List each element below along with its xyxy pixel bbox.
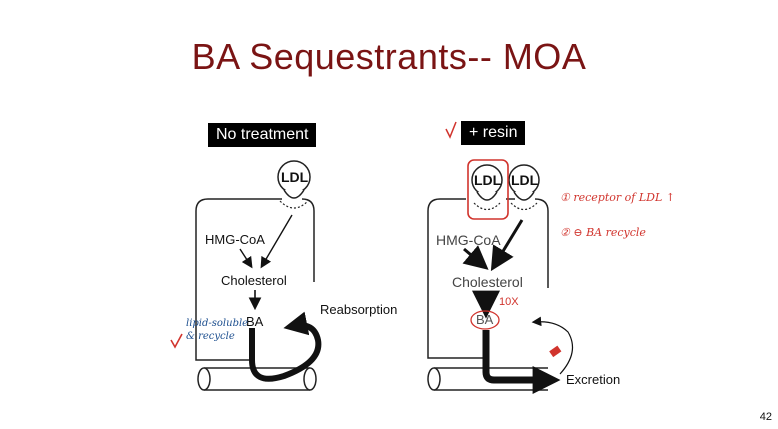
- hmg-to-cholesterol-arrow-left: [239, 248, 253, 269]
- right-ldl-receptors: [467, 159, 540, 220]
- right-ba-label: BA: [476, 312, 494, 327]
- right-ldl-label-2: LDL: [511, 172, 539, 188]
- slide-title: BA Sequestrants-- MOA: [191, 36, 587, 77]
- left-cholesterol-label: Cholesterol: [221, 273, 287, 288]
- excretion-arrow: [482, 330, 561, 394]
- left-ldl-receptor: [277, 160, 311, 209]
- receptor-note: ① receptor of LDL ↑: [560, 191, 675, 204]
- no-treatment-badge: No treatment: [208, 123, 317, 147]
- left-ba-label: BA: [246, 314, 264, 329]
- left-cell: [195, 198, 315, 361]
- reabsorption-loop-arrow: [249, 311, 322, 382]
- receptor-highlight-box: [467, 159, 509, 220]
- hmg-to-cholesterol-arrow-right: [462, 245, 489, 270]
- fold-increase-label: 10X: [499, 296, 519, 308]
- lipid-soluble-note: lipid-soluble: [186, 318, 249, 329]
- left-check-mark: [170, 333, 183, 349]
- right-ldl-label-1: LDL: [474, 172, 502, 188]
- right-cholesterol-label: Cholesterol: [452, 274, 523, 290]
- resin-badge: + resin: [461, 121, 526, 145]
- left-ldl-label: LDL: [281, 169, 309, 185]
- left-hmg-coa-label: HMG-CoA: [205, 232, 265, 247]
- right-hmg-coa-label: HMG-CoA: [436, 232, 501, 248]
- ldl-to-cholesterol-arrow-right: [490, 219, 524, 272]
- ldl-to-cholesterol-arrow-left: [260, 214, 293, 269]
- recycle-note: & recycle: [186, 331, 235, 342]
- block-mark: [549, 345, 562, 358]
- blocked-reabsorption-arrow: [531, 316, 574, 375]
- right-check-mark: [445, 121, 457, 139]
- reabsorption-label: Reabsorption: [320, 302, 398, 317]
- slide-number: 42: [759, 411, 772, 423]
- ba-circle-annotation: [470, 310, 500, 330]
- left-intestine: [197, 367, 317, 391]
- ba-recycle-note: ② ⊖ BA recycle: [560, 226, 646, 239]
- right-intestine: [427, 367, 548, 391]
- excretion-label: Excretion: [566, 372, 621, 387]
